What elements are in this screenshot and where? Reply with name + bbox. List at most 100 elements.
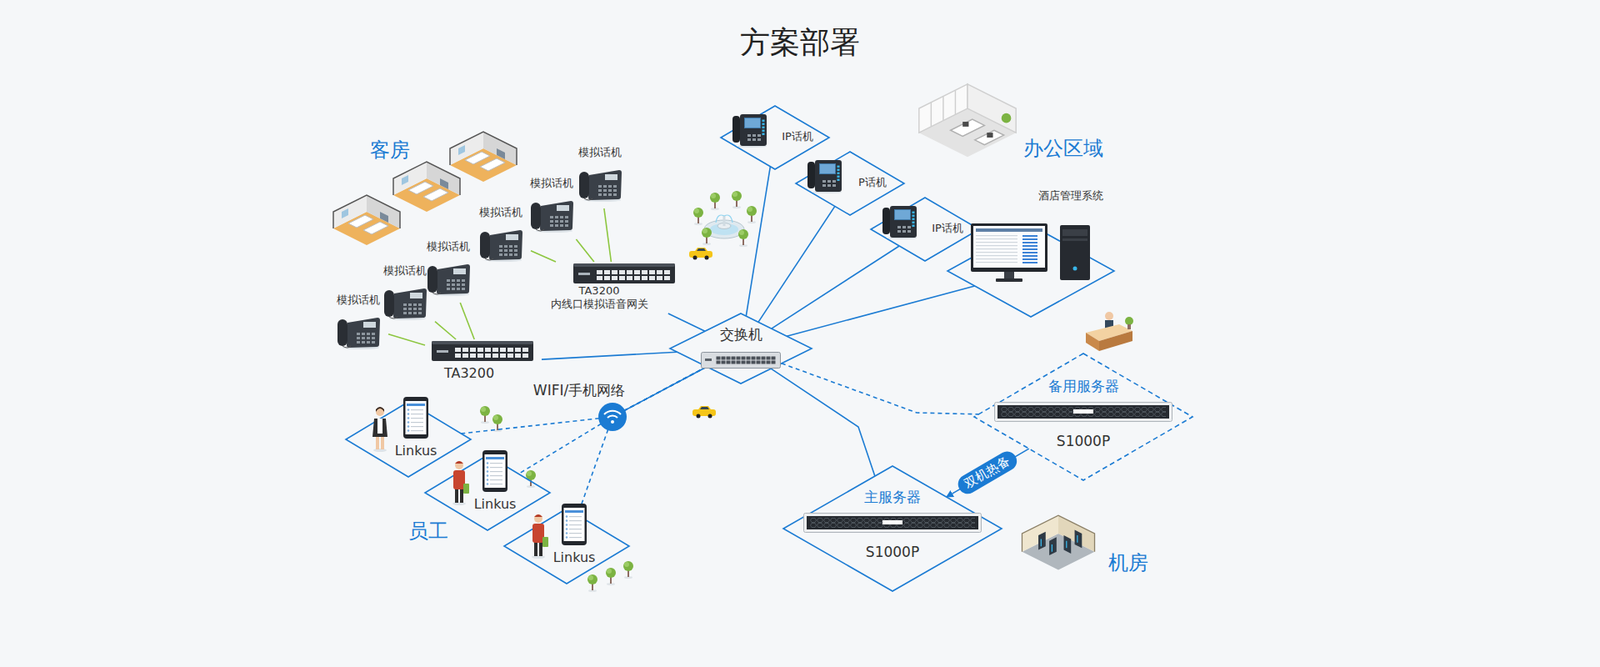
- node-shape: [947, 190, 1115, 317]
- connector-line: [946, 448, 1030, 497]
- platform-node: Linkus: [504, 508, 630, 584]
- aphone-icon: [579, 170, 622, 202]
- node-label: S1000P: [865, 544, 920, 561]
- region-label: 办公区域: [1021, 137, 1105, 161]
- platform-outline: [670, 313, 812, 384]
- region-label: 员工: [406, 520, 450, 544]
- connector-line: [388, 334, 425, 345]
- server-room-icon: [1021, 515, 1095, 570]
- ipphone-icon: [732, 114, 767, 148]
- aphone-icon: [337, 317, 380, 350]
- node-label: Linkus: [474, 496, 517, 512]
- node-shape: [670, 313, 812, 384]
- platform-node: IP话机: [870, 197, 980, 261]
- room-icon: [393, 161, 460, 212]
- tower-icon: [1060, 225, 1090, 280]
- tree-icon: [710, 192, 720, 210]
- tree-icon: [738, 229, 749, 247]
- edge-label: 双机热备: [955, 447, 1021, 497]
- node-label: S1000P: [1056, 433, 1110, 450]
- taxi-icon: [692, 405, 716, 419]
- device-node: 模拟话机: [521, 177, 582, 240]
- monitor-icon: [970, 223, 1048, 282]
- aphone-icon: [530, 200, 574, 233]
- mobile-icon: [482, 450, 508, 492]
- connector-line: [460, 366, 707, 434]
- node-shape: [504, 508, 630, 584]
- device-node: 模拟话机: [418, 240, 479, 303]
- connector-line: [435, 321, 456, 340]
- device-node: TA3200: [425, 339, 542, 386]
- device-node: 模拟话机: [570, 146, 630, 209]
- node-shape: [795, 151, 905, 215]
- connector-line: [575, 239, 594, 262]
- node-label: 交换机: [720, 326, 763, 344]
- node-label: 模拟话机: [426, 240, 470, 254]
- aphone-icon: [480, 230, 523, 262]
- ipphone-icon: [882, 205, 917, 240]
- device-node: 模拟话机: [375, 265, 435, 327]
- node-label: 模拟话机: [383, 265, 427, 278]
- connector-line: [770, 368, 875, 476]
- node-label: Linkus: [553, 550, 596, 565]
- personr-icon: [452, 460, 470, 505]
- node-label: 备用服务器: [1048, 378, 1120, 395]
- node-label: IP话机: [781, 130, 814, 144]
- tree-icon: [623, 560, 634, 579]
- platform-node: 酒店管理系统: [947, 190, 1115, 317]
- tree-icon: [701, 227, 712, 245]
- node-label: 模拟话机: [479, 206, 523, 220]
- personw-icon: [372, 406, 388, 452]
- platform-outline: [870, 197, 980, 261]
- connector-line: [530, 250, 556, 262]
- device-node: TA3200内线口模拟语音网关: [545, 261, 684, 314]
- node-label: 内线口模拟语音网关: [550, 298, 649, 311]
- guest-rooms: [333, 131, 517, 245]
- node-label: 酒店管理系统: [1038, 190, 1104, 203]
- connector-line: [758, 205, 835, 322]
- node-label: 主服务器: [864, 489, 921, 506]
- node-label: IP话机: [931, 222, 964, 235]
- gateway-icon: [431, 340, 534, 361]
- node-label: TA3200: [444, 365, 495, 381]
- server-icon: [995, 402, 1173, 422]
- platform-node: Linkus: [345, 401, 471, 477]
- platform-node: 交换机: [670, 313, 812, 384]
- tree-icon: [587, 574, 598, 592]
- gateway-icon: [573, 263, 675, 284]
- region-label: 客房: [368, 139, 412, 163]
- room-icon: [333, 195, 400, 245]
- node-label: TA3200: [579, 285, 620, 298]
- trees: [480, 190, 757, 592]
- node-label: P话机: [858, 176, 887, 190]
- taxi-icon: [689, 247, 713, 260]
- region-label: 机房: [1106, 551, 1150, 575]
- tree-icon: [693, 207, 704, 225]
- connector-line: [541, 351, 678, 360]
- aphone-icon: [384, 288, 427, 320]
- diagram-title: 方案部署: [738, 25, 862, 60]
- device-node: 模拟话机: [470, 206, 531, 269]
- tree-icon: [605, 567, 616, 585]
- node-label: 模拟话机: [530, 177, 574, 190]
- connector-line: [668, 313, 705, 331]
- connector-line: [745, 166, 770, 316]
- wifi-icon: [598, 402, 627, 431]
- node-label: Linkus: [395, 443, 438, 459]
- connector-line: [781, 363, 980, 415]
- mobile-icon: [561, 503, 587, 545]
- room-icon: [450, 131, 517, 182]
- tree-icon: [746, 205, 757, 224]
- region-label: WIFI/手机网络: [531, 382, 627, 400]
- connector-line: [518, 366, 707, 475]
- platform-outline: [720, 105, 830, 170]
- tree-icon: [480, 405, 490, 424]
- device-node: 模拟话机: [328, 294, 389, 356]
- node-label: 模拟话机: [336, 294, 380, 307]
- node-shape: [425, 455, 550, 530]
